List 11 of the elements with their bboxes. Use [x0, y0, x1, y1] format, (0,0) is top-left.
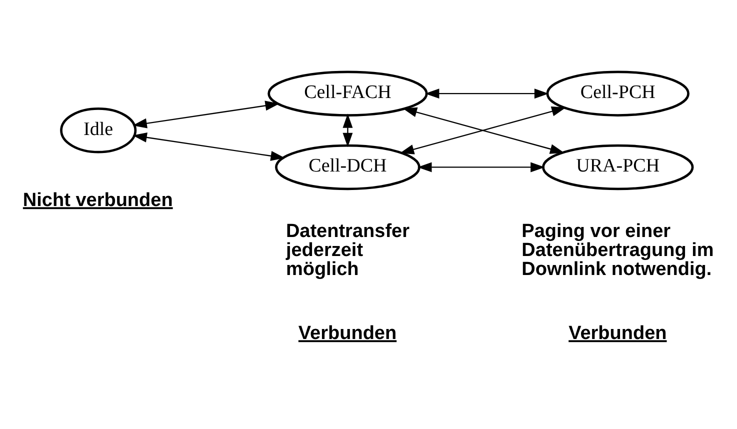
label: Verbunden [298, 323, 397, 344]
arrow [417, 162, 545, 172]
arrow [132, 100, 280, 128]
label: Paging vor einer Datenübertragung im Downlink notwendig. [522, 221, 714, 280]
label: Nicht verbunden [22, 190, 173, 212]
arrow [424, 88, 549, 99]
node-ellipse: Idle [60, 108, 137, 154]
label: Datentransfer jederzeit möglich [286, 221, 410, 280]
arrow [342, 114, 353, 148]
arrow [132, 132, 285, 161]
label: Verbunden [568, 323, 667, 344]
